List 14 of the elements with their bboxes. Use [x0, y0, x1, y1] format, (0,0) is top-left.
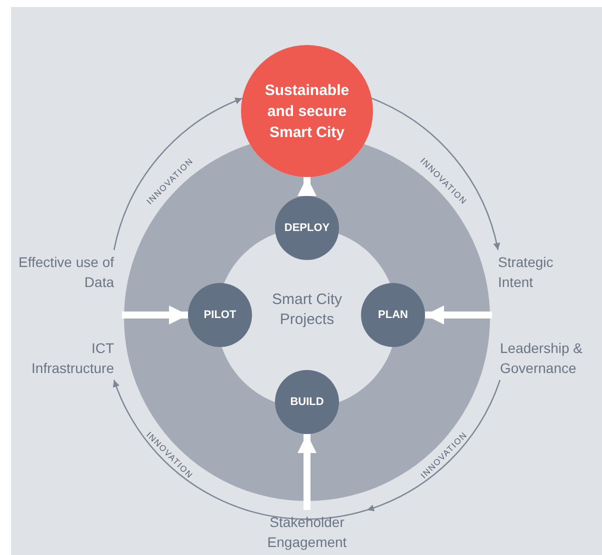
curved-arrow: [372, 98, 500, 250]
curved-arrow: [366, 380, 501, 511]
block-arrow: [298, 177, 316, 196]
pillar-label: Strategic Intent: [498, 250, 588, 294]
block-arrow: [122, 306, 188, 324]
center-label: Smart City Projects: [270, 290, 343, 330]
pillar-label: Stakeholder Engagement: [247, 510, 367, 554]
curved-arrow: [113, 98, 242, 250]
block-arrow: [298, 434, 316, 510]
block-arrow: [425, 306, 492, 324]
curved-arrow: [113, 380, 368, 520]
pillar-label: Leadership & Governance: [500, 336, 600, 380]
pillar-label: Effective use of Data: [14, 250, 114, 294]
pillar-label: ICT Infrastructure: [14, 336, 114, 380]
